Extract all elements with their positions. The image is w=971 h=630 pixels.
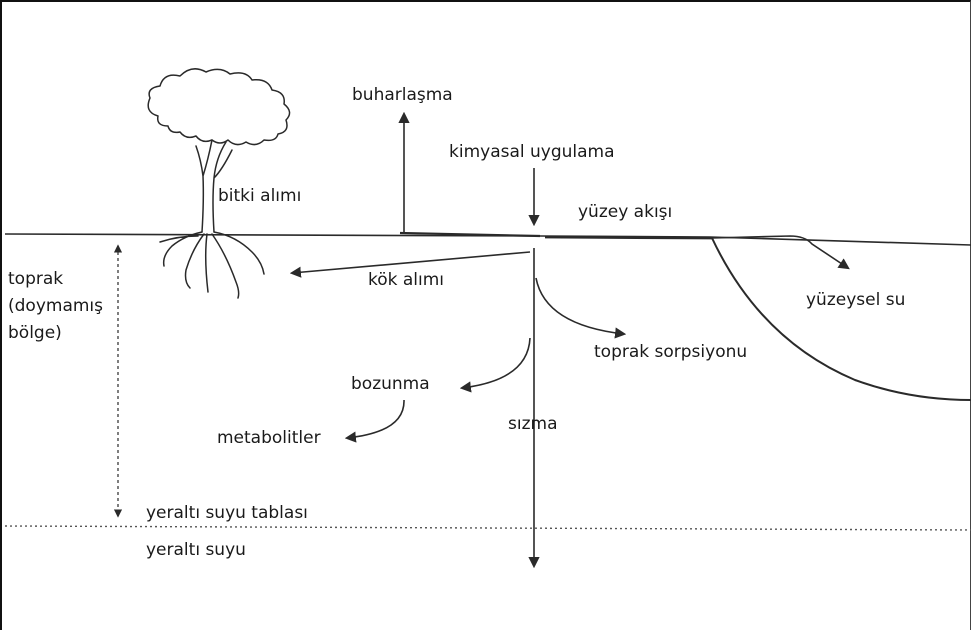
groundwater-table-line [5, 526, 971, 530]
soil-sorption-label: toprak sorpsiyonu [594, 342, 747, 363]
tree-canopy [148, 69, 289, 145]
surface-water-basin [712, 238, 971, 400]
tree-roots [160, 232, 264, 298]
unsaturated-zone-label: toprak (doymamış bölge) [8, 266, 138, 348]
metabolites-label: metabolitler [217, 428, 321, 449]
root-uptake-label: kök alımı [368, 270, 444, 291]
surface-runoff-line [545, 237, 712, 238]
surface-water-label: yüzeysel su [806, 290, 905, 311]
groundwater-table-label: yeraltı suyu tablası [146, 503, 308, 524]
metabolites-arrow [347, 400, 404, 438]
surface-runoff-label: yüzey akışı [578, 202, 672, 223]
degradation-arrow [462, 338, 530, 388]
groundwater-label: yeraltı suyu [146, 540, 246, 561]
plant-uptake-label: bitki alımı [218, 186, 301, 207]
soil-sorption-arrow [536, 278, 624, 334]
degradation-label: bozunma [351, 374, 430, 395]
evaporation-label: buharlaşma [352, 85, 453, 106]
chemical-application-label: kimyasal uygulama [449, 142, 615, 163]
leaching-label: sızma [508, 414, 557, 435]
tree-illustration [148, 69, 289, 298]
